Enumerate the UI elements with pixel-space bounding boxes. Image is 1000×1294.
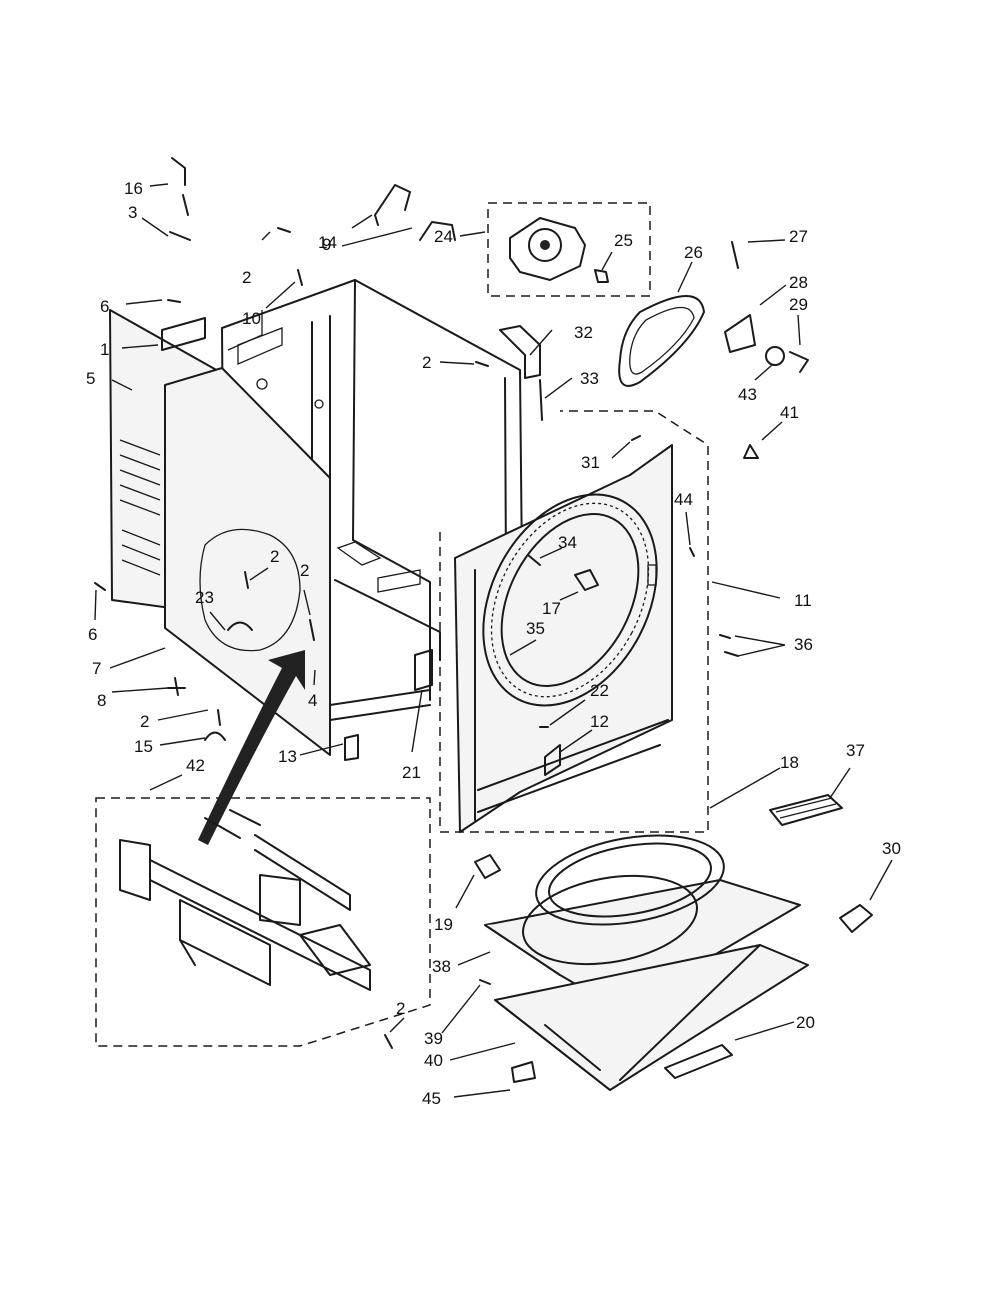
callout-15: 15 <box>134 737 153 756</box>
callout-9: 9 <box>322 235 331 254</box>
callout-10: 10 <box>242 309 261 328</box>
front-panel <box>454 444 673 833</box>
callout-32: 32 <box>574 323 593 342</box>
callout-28: 28 <box>789 273 808 292</box>
motor <box>509 217 609 283</box>
callout-6b: 6 <box>88 625 97 644</box>
drive-belt <box>618 295 705 387</box>
callout-2a: 2 <box>242 268 251 287</box>
leader-lines <box>94 183 893 1098</box>
callout-30: 30 <box>882 839 901 858</box>
callout-5: 5 <box>86 369 95 388</box>
motor-group-box <box>487 202 651 297</box>
callout-35: 35 <box>526 619 545 638</box>
callout-25: 25 <box>614 231 633 250</box>
callout-2f: 2 <box>396 999 405 1018</box>
callout-37: 37 <box>846 741 865 760</box>
base-assembly-group-box <box>95 797 431 1047</box>
callout-36: 36 <box>794 635 813 654</box>
callout-24: 24 <box>434 227 453 246</box>
callout-20: 20 <box>796 1013 815 1032</box>
small-parts <box>94 157 873 1083</box>
callout-41: 41 <box>780 403 799 422</box>
callout-2b: 2 <box>422 353 431 372</box>
callout-27: 27 <box>789 227 808 246</box>
callout-4: 4 <box>308 691 317 710</box>
callout-33: 33 <box>580 369 599 388</box>
callout-12: 12 <box>590 712 609 731</box>
callout-29: 29 <box>789 295 808 314</box>
harness-curve-arrow <box>198 650 305 845</box>
callout-26: 26 <box>684 243 703 262</box>
callout-43: 43 <box>738 385 757 404</box>
callout-34: 34 <box>558 533 577 552</box>
callout-17: 17 <box>542 599 561 618</box>
callout-6a: 6 <box>100 297 109 316</box>
callout-44: 44 <box>674 490 693 509</box>
base-assembly <box>119 809 371 991</box>
callout-7: 7 <box>92 659 101 678</box>
callout-18: 18 <box>780 753 799 772</box>
callout-40: 40 <box>424 1051 443 1070</box>
callout-2c: 2 <box>270 547 279 566</box>
side-panel-cutaway <box>199 528 301 652</box>
base-frame <box>484 879 809 1091</box>
callout-38: 38 <box>432 957 451 976</box>
callout-16: 16 <box>124 179 143 198</box>
callout-13: 13 <box>278 747 297 766</box>
callout-22: 22 <box>590 681 609 700</box>
callout-23: 23 <box>195 588 214 607</box>
door-seal <box>522 834 725 966</box>
callout-8: 8 <box>97 691 106 710</box>
callout-11: 11 <box>794 591 812 610</box>
callout-2e: 2 <box>140 712 149 731</box>
callout-21: 21 <box>402 763 421 782</box>
callout-39: 39 <box>424 1029 443 1048</box>
callout-19: 19 <box>434 915 453 934</box>
callout-14: 14 <box>318 233 337 252</box>
callout-3: 3 <box>128 203 137 222</box>
callout-31: 31 <box>581 453 600 472</box>
callout-labels: 16 3 14 9 24 25 26 27 28 29 43 41 2 10 6… <box>86 179 901 1108</box>
callout-42: 42 <box>186 756 205 775</box>
callout-2d: 2 <box>300 561 309 580</box>
callout-1: 1 <box>100 340 109 359</box>
callout-45: 45 <box>422 1089 441 1108</box>
